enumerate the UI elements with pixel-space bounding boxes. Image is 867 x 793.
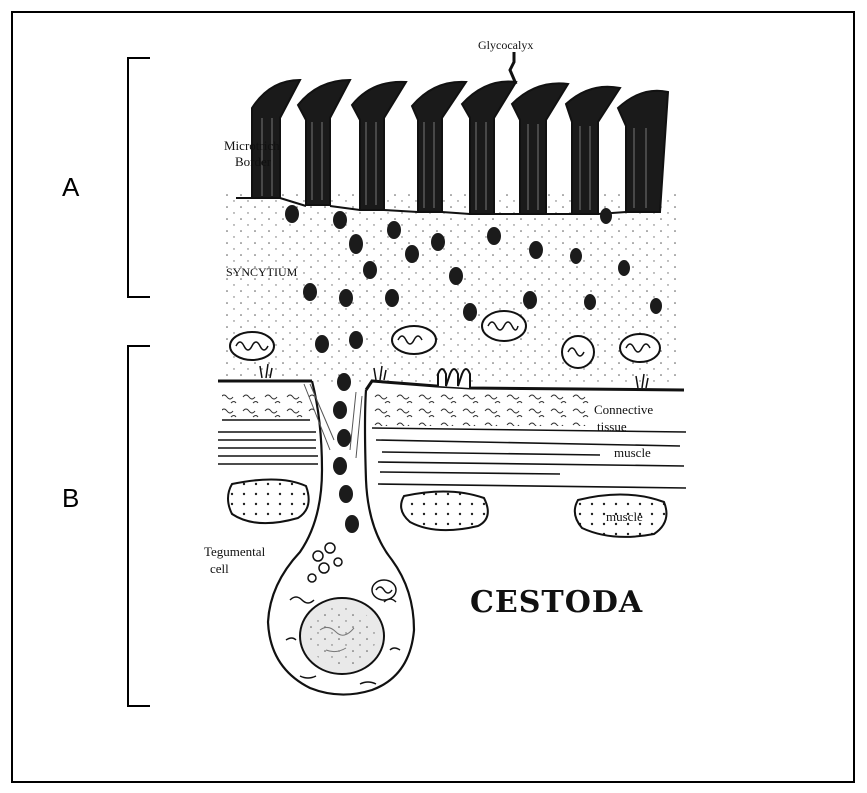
glycocalyx-label: Glycocalyx [478, 38, 533, 52]
connective-label-line2: tissue [597, 419, 627, 434]
microtrich-label-line2: Border [235, 154, 272, 169]
figure-title: CESTODA [470, 585, 643, 620]
muscle-bundle-label: muscle [606, 509, 643, 524]
connective-label-line1: Connective [594, 402, 653, 417]
cell-nucleus [300, 598, 384, 674]
muscle-layer-label: muscle [614, 445, 651, 460]
microtrich-label-line1: Microtrich [224, 138, 280, 153]
tegumental-label-line1: Tegumental [204, 544, 266, 559]
connective-tissue-right [372, 394, 590, 426]
muscle-bundles [228, 479, 666, 536]
tegumental-label-line2: cell [210, 561, 229, 576]
syncytium-label: SYNCYTIUM [226, 265, 298, 279]
connective-tissue [222, 390, 314, 420]
bracket-a [128, 58, 150, 297]
muscle-layer [218, 432, 686, 488]
bracket-a-label: A [62, 172, 80, 202]
glycocalyx-pointer [510, 52, 516, 84]
bracket-b-label: B [62, 483, 79, 513]
bracket-b [128, 346, 150, 706]
membrane-folds [438, 369, 470, 388]
